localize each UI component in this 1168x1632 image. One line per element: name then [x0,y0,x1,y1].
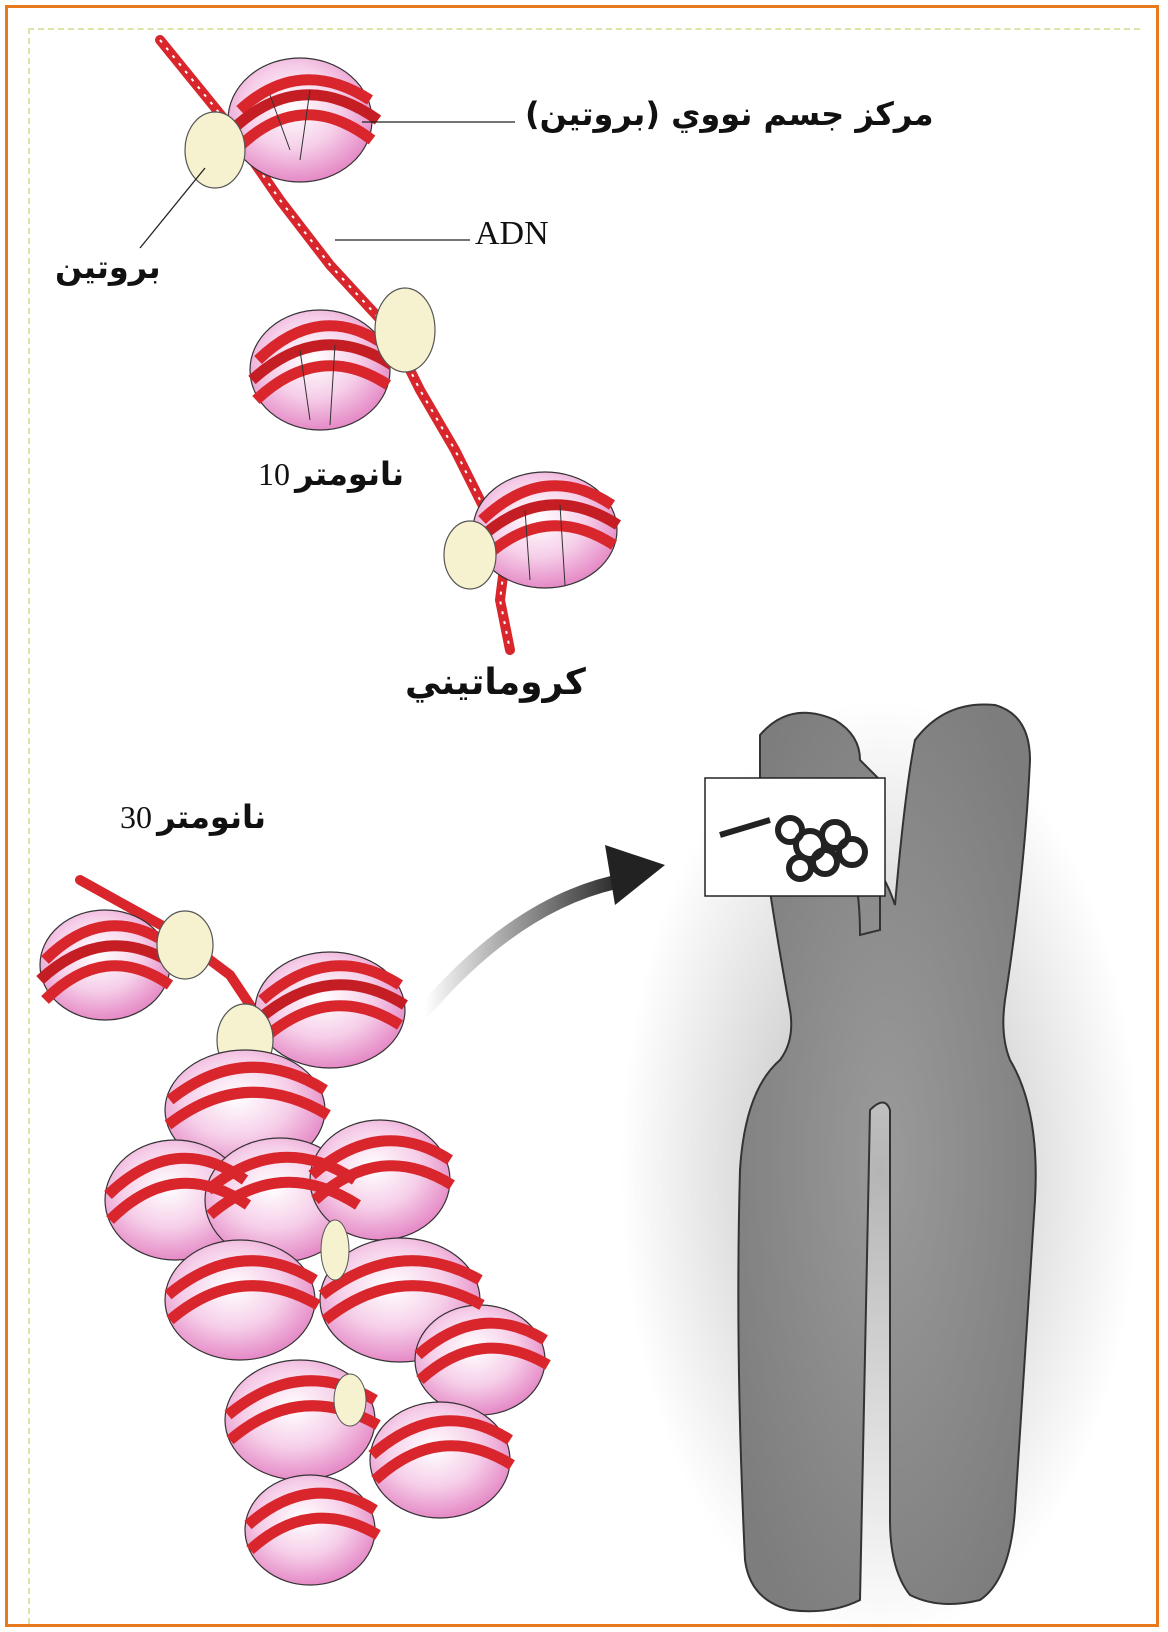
leader-protein [140,168,205,248]
linker-protein-2 [375,288,435,372]
label-dna: ADN [475,215,549,253]
coil-cluster [105,1050,548,1585]
coil-nucleosome-b [255,952,405,1068]
fiber-30nm-unit: نانومتر [157,798,266,836]
arrow [425,845,665,1010]
nucleosome-3 [473,472,618,588]
label-fiber-30nm: 30 نانومتر [120,798,266,836]
linker-protein-3 [444,521,496,589]
nucleosome-2 [250,310,392,430]
label-chromatin: كروماتيني [405,662,586,703]
label-nucleosome-core: مركز جسم نووي (بروتين) [525,95,934,133]
fiber-10nm-value: 10 [258,456,290,492]
chromosome [620,700,1140,1632]
linker-protein-1 [185,112,245,188]
fiber-30nm-value: 30 [120,799,152,835]
fiber-10nm-unit: نانومتر [295,455,404,493]
fiber-30nm [40,880,548,1585]
label-fiber-10nm: 10 نانومتر [258,455,404,493]
nucleosome-1 [228,58,378,182]
label-protein: بروتين [55,248,161,286]
